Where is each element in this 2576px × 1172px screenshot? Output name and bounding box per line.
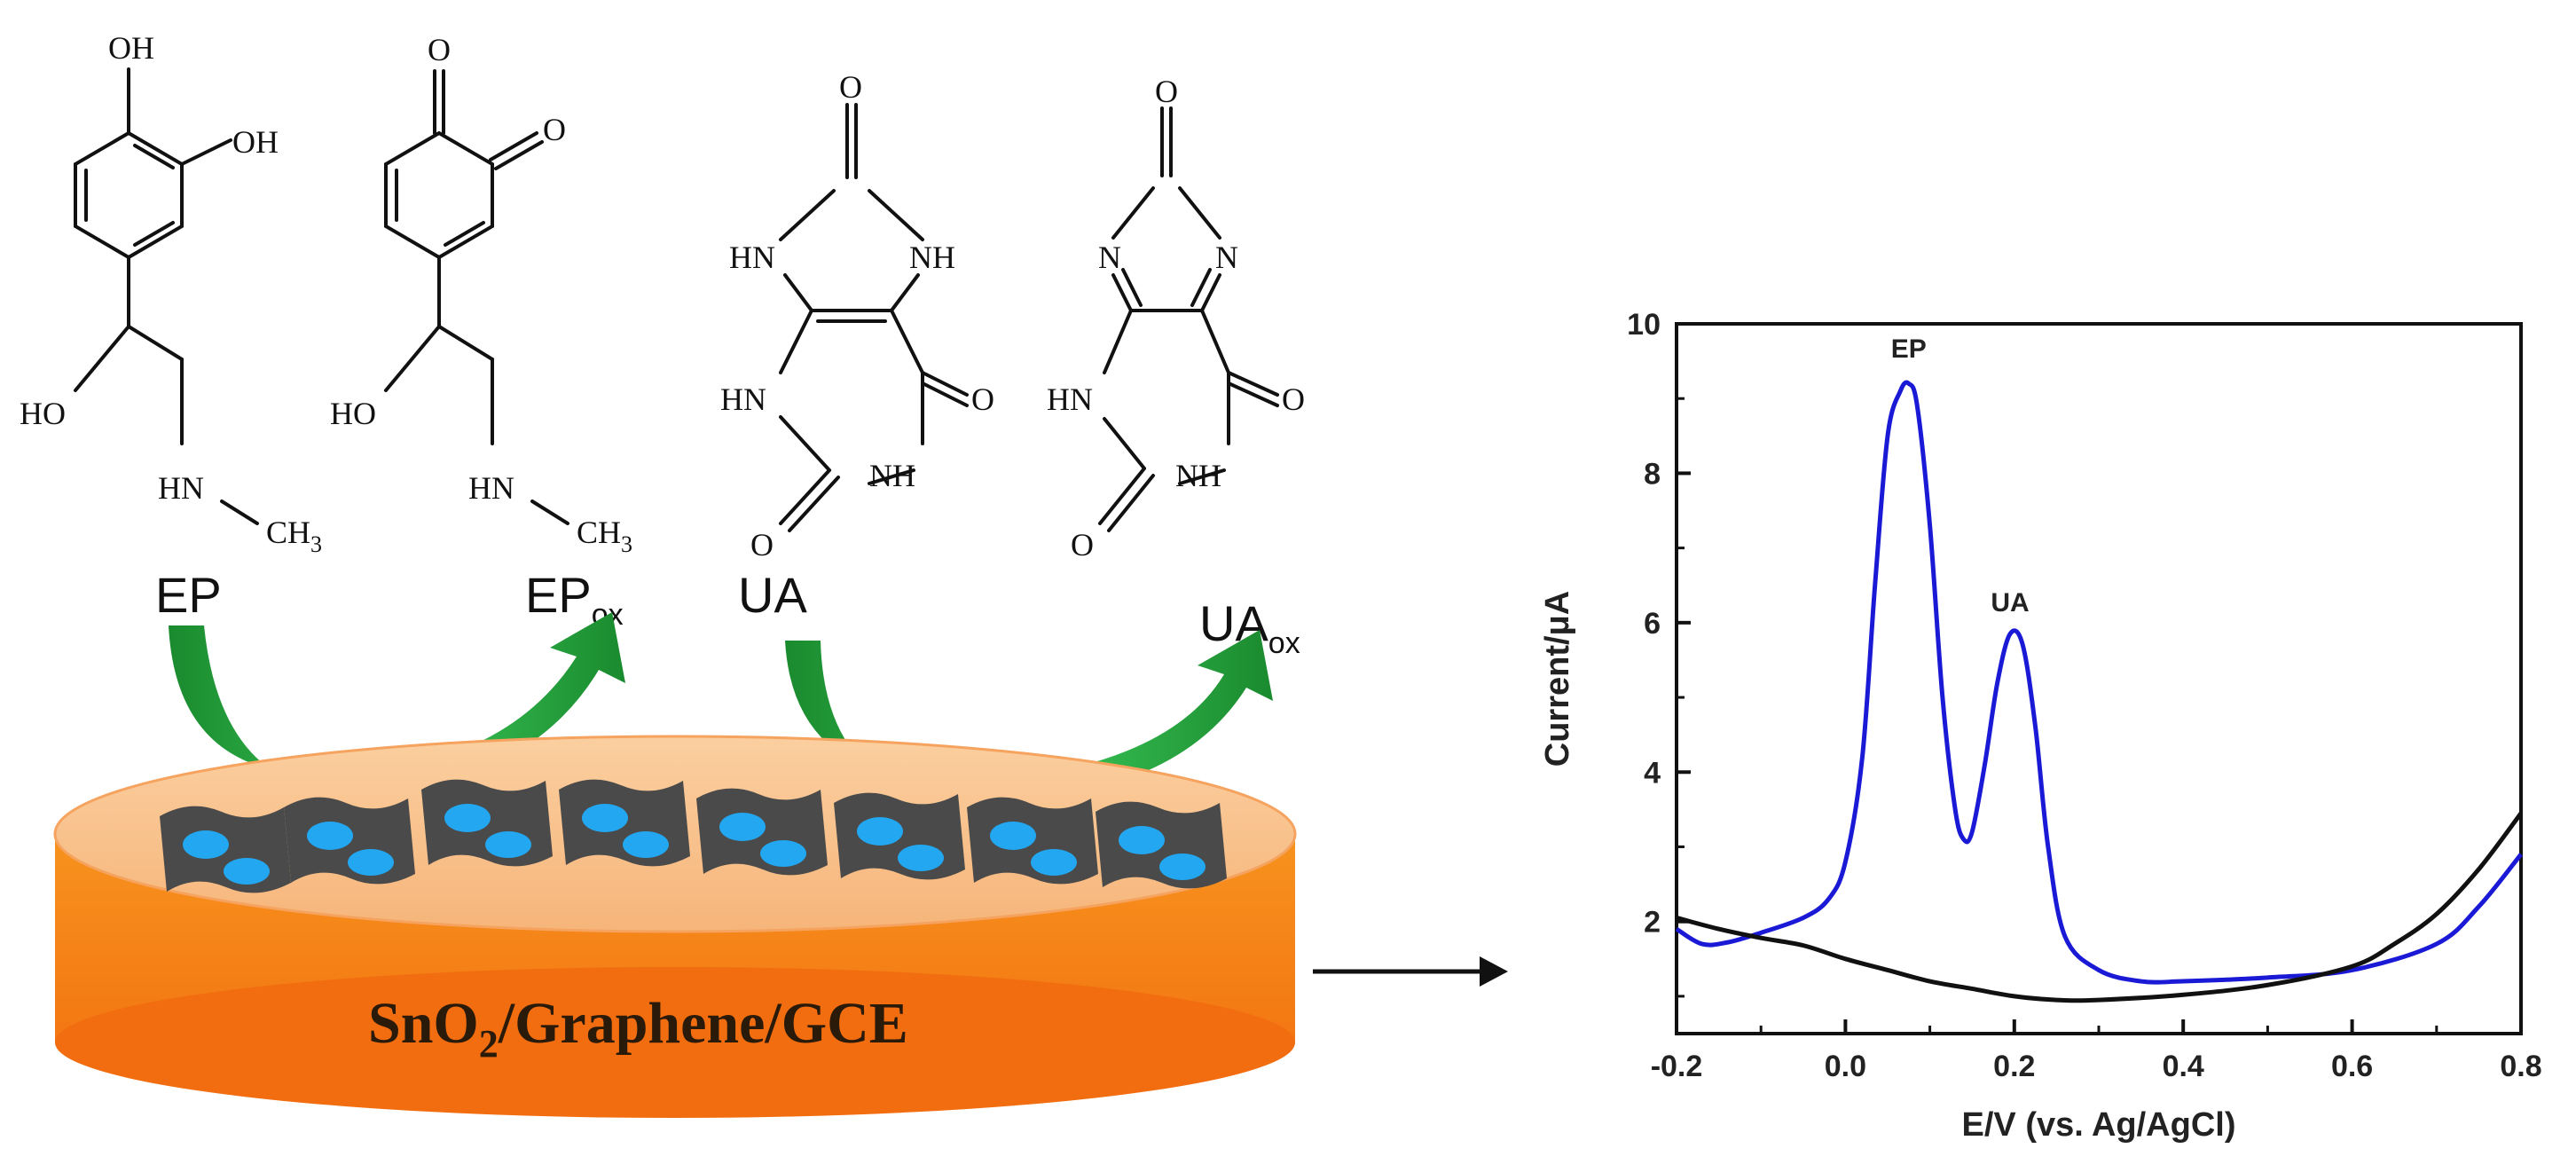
series-line-0 [1675, 380, 2523, 985]
ua-ox-o-right-label: O [1282, 381, 1305, 417]
graphene-sno2-sheet [1096, 801, 1227, 889]
ua-ox-name-label: UAox [1199, 595, 1300, 660]
molecule-ua: O HN NH HN O NH O UA [720, 69, 994, 623]
molecule-ep-ox: O O HO HN CH3 EPox [330, 32, 632, 632]
series-line-1 [1676, 812, 2523, 1003]
x-tick-label: 0.2 [1993, 1050, 2035, 1083]
ua-ox-o-bottom-label: O [1071, 527, 1094, 562]
molecule-ua-ox: O N N HN O NH O UAox [1047, 74, 1305, 660]
chart-ticks: -0.2 0.0 0.2 0.4 0.6 0.8 2 4 6 8 10 [1627, 308, 2541, 1083]
ua-nh-lower-label: NH [869, 458, 915, 493]
graphene-sno2-sheet [559, 779, 690, 867]
graphene-sno2-sheet [284, 797, 415, 885]
graphene-sno2-sheet [696, 788, 828, 876]
result-arrow [1313, 956, 1508, 987]
graphene-sno2-sheet [160, 806, 291, 893]
ep-hn-label: HN [158, 470, 204, 506]
x-tick-label: -0.2 [1651, 1050, 1703, 1083]
ep-oh-top-label: OH [108, 30, 154, 66]
voltammogram-chart: -0.2 0.0 0.2 0.4 0.6 0.8 2 4 6 8 10 EP UA E/V (vs. … [1539, 308, 2542, 1144]
chart-series [1675, 380, 2523, 1003]
y-tick-label: 10 [1627, 308, 1661, 342]
ep-ch3-label: CH3 [266, 515, 322, 557]
electrode-label: SnO2/Graphene/GCE [368, 991, 908, 1066]
x-tick-label: 0.4 [2163, 1050, 2204, 1083]
ep-ox-ho-label: HO [330, 396, 376, 431]
ua-ox-o-top-label: O [1155, 74, 1178, 109]
x-axis-label: E/V (vs. Ag/AgCl) [1962, 1106, 2236, 1144]
graphene-sno2-sheet [834, 792, 965, 880]
ep-oh-right-label: OH [232, 124, 279, 160]
chart-annotations: EP UA [1891, 334, 2030, 617]
peak-label-ua: UA [1991, 588, 2029, 617]
ua-ox-n-left-label: N [1098, 240, 1121, 275]
ua-o-top-label: O [839, 69, 862, 105]
ua-name-label: UA [738, 567, 807, 623]
peak-label-ep: EP [1891, 334, 1927, 364]
molecule-ep: OH OH HO HN CH3 EP [20, 30, 322, 623]
ua-ox-nh-lower-label: NH [1175, 458, 1221, 493]
ua-ox-n-right-label: N [1215, 240, 1238, 275]
ua-nh-right-label: NH [909, 240, 955, 275]
green-curved-arrow-ua [785, 630, 1273, 804]
ep-ox-ch3-label: CH3 [577, 515, 632, 557]
y-axis-label: Current/μA [1539, 591, 1576, 767]
electrode-bottom [55, 967, 1295, 1118]
ep-ho-label: HO [20, 396, 66, 431]
x-tick-label: 0.8 [2500, 1050, 2541, 1083]
ua-o-right-label: O [971, 381, 994, 417]
graphene-sno2-sheet [421, 779, 553, 867]
ua-o-bottom-label: O [750, 527, 774, 562]
reaction-arrow-ua [785, 630, 1273, 804]
ua-ox-hn-lower-label: HN [1047, 381, 1093, 417]
x-tick-label: 0.0 [1825, 1050, 1866, 1083]
ep-ox-hn-label: HN [468, 470, 514, 506]
electrode-disk: SnO2/Graphene/GCE [53, 735, 1297, 1118]
ep-ox-o-top-label: O [428, 32, 451, 67]
ua-hn-lower-label: HN [720, 381, 766, 417]
ep-name-label: EP [155, 567, 222, 623]
y-tick-label: 8 [1644, 457, 1661, 491]
ua-hn-left-label: HN [729, 240, 775, 275]
chart-frame [1675, 322, 2523, 1035]
graphene-sno2-sheet [967, 797, 1098, 885]
y-tick-label: 4 [1644, 756, 1661, 790]
y-tick-label: 6 [1644, 607, 1661, 641]
ep-ox-o-right-label: O [543, 112, 566, 147]
y-tick-label: 2 [1644, 906, 1661, 940]
ep-ox-name-label: EPox [525, 567, 624, 632]
x-tick-label: 0.6 [2331, 1050, 2373, 1083]
